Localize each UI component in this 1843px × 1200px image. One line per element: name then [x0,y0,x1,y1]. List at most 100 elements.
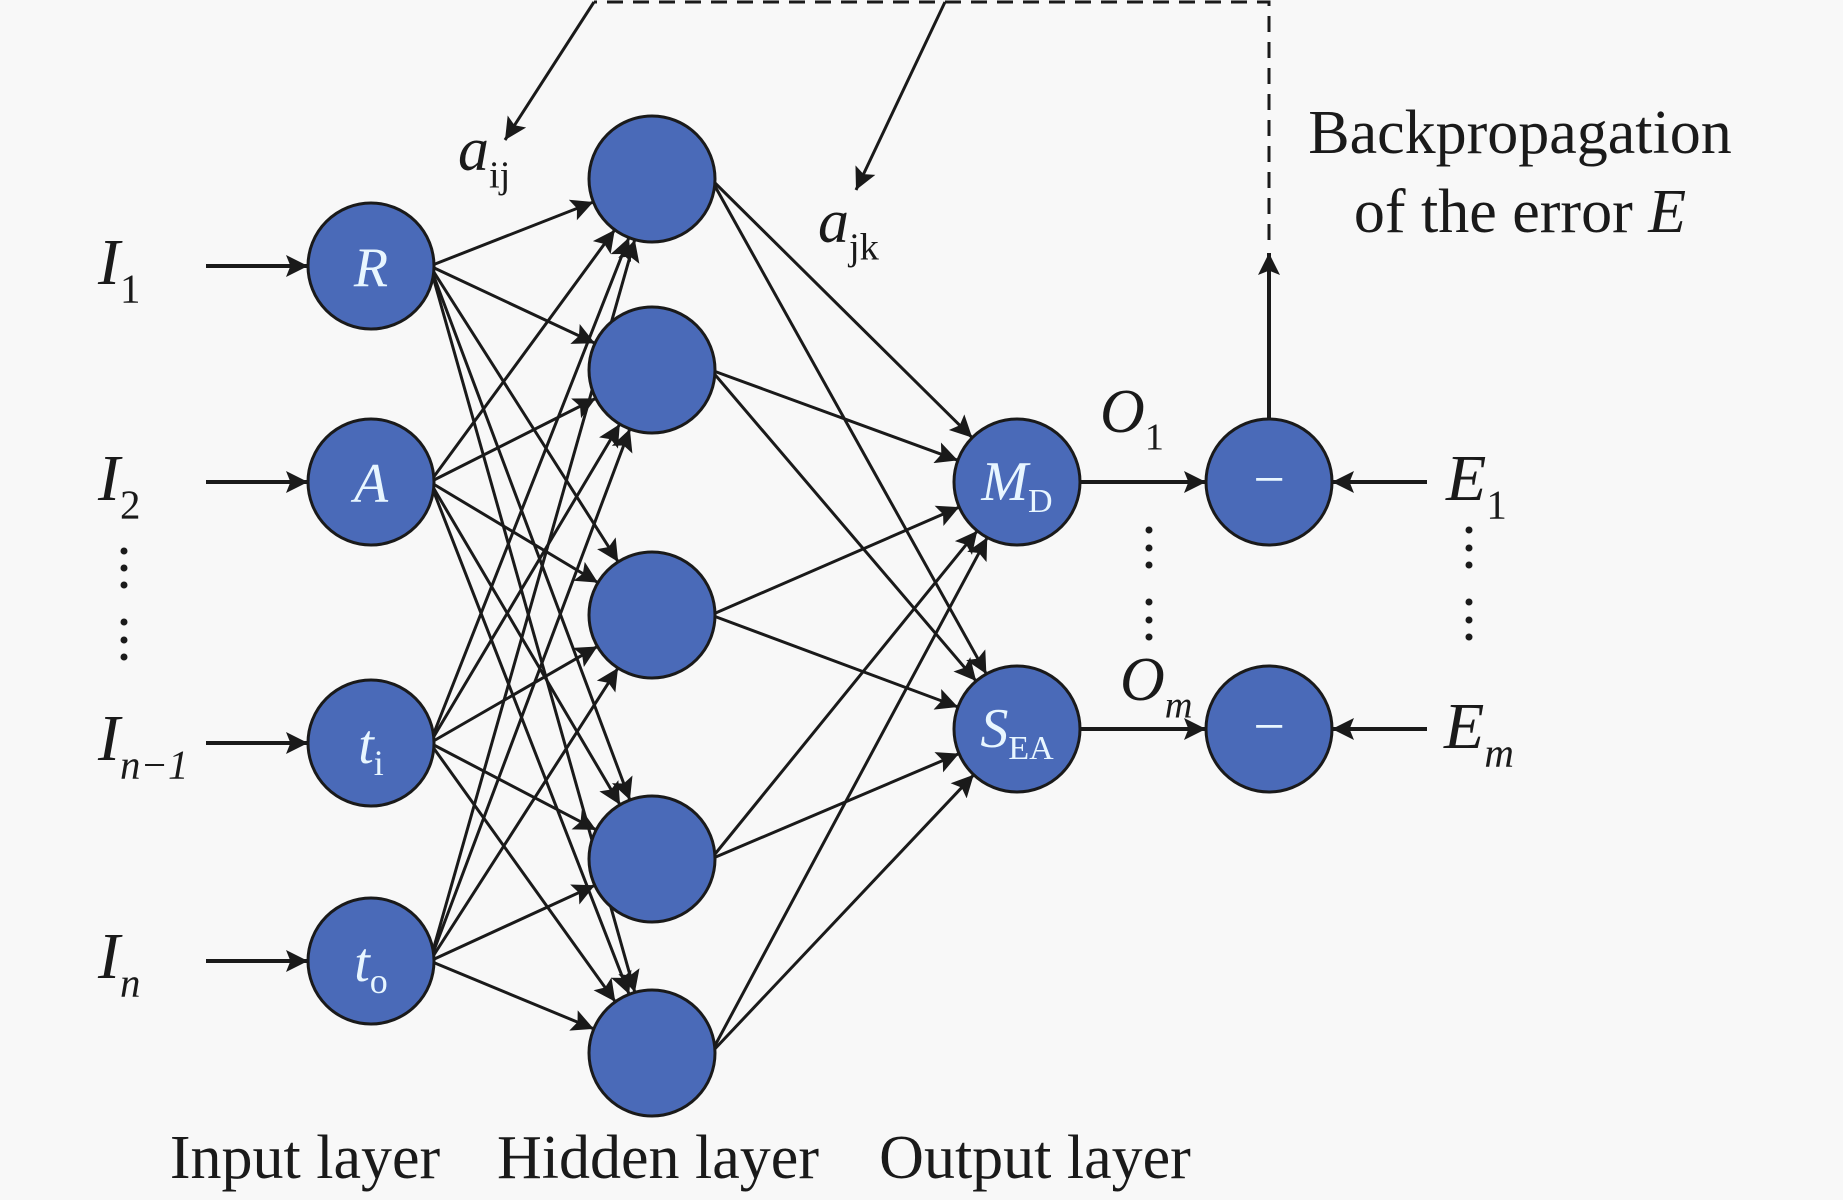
weight-label-ajk-main: a [818,188,849,256]
edge-input-2-hidden-0 [428,237,632,744]
input-ellipsis-dot-0 [120,547,128,555]
hidden-node-2 [587,305,717,435]
error-label-1-sub: 1 [1486,482,1506,527]
input-label-4: In [97,920,140,1005]
backprop-label-var: E [1647,178,1686,246]
input-ellipsis-dot-4 [120,636,128,644]
layer-label-output: Output layer [879,1124,1191,1192]
edge-input-1-hidden-1 [429,397,597,484]
edge-hidden-0-output-0 [709,177,974,439]
edge-hidden-4-output-1 [709,773,975,1055]
input-label-2: I2 [97,442,140,527]
hidden-node-3 [587,550,717,680]
weight-label-aij-main: a [458,116,489,184]
edge-input-2-hidden-1 [428,423,622,744]
backprop-label-line2: of the error E [1354,178,1686,246]
input-node-3 [306,678,436,808]
edge-input-1-hidden-0 [428,228,616,483]
error-label-m: Em [1443,690,1514,775]
weight-aij-arrow [503,1,596,141]
edge-input-3-hidden-3 [429,883,596,963]
output-node-main: M [980,451,1031,513]
input-node-label: to [354,932,388,1001]
edge-input-0-hidden-0 [429,199,594,268]
hidden-node-1 [587,114,717,244]
input-node-label: R [353,237,388,299]
error-node-symbol: − [1253,449,1285,511]
edge-input-3-hidden-2 [428,667,620,962]
input-node-1 [306,201,436,331]
input-ellipsis-dot-3 [120,618,128,626]
input-label-3-sub: n−1 [120,742,189,787]
output-ellipsis-dot-3 [1145,598,1153,606]
input-label-1-sub: 1 [120,266,140,311]
edge-hidden-1-output-0 [710,368,959,464]
weight-label-ajk-sub: jk [847,226,880,268]
edge-hidden-0-output-1 [709,178,988,675]
input-label-2-sub: 2 [120,482,140,527]
edge-hidden-1-output-1 [709,369,978,683]
input-label-2-main: I [97,442,123,515]
input-node-main: t [354,932,371,994]
edge-input-0-hidden-1 [429,264,596,345]
output-node-1 [952,417,1082,547]
weight-label-aij: aij [458,116,510,196]
error-node-2 [1204,664,1334,794]
input-label-1-main: I [97,226,123,299]
edge-hidden-2-output-0 [710,505,960,617]
output-label-1-main: O [1100,378,1145,446]
error-ellipsis-dot-2 [1465,561,1473,569]
edge-input-2-hidden-4 [428,742,617,1003]
edge-input-1-hidden-4 [428,481,632,995]
input-node-main: R [353,237,388,299]
error-label-1-main: E [1445,442,1486,515]
input-node-label: A [350,453,389,515]
output-label-m: Om [1120,646,1193,726]
error-ellipsis-dot-5 [1465,633,1473,641]
input-label-3-main: I [97,702,123,775]
output-ellipsis-dot-5 [1145,633,1153,641]
error-ellipsis-dot-4 [1465,616,1473,624]
error-label-1: E1 [1445,442,1507,527]
edge-hidden-4-output-0 [709,536,989,1054]
output-label-1-sub: 1 [1145,416,1164,458]
input-node-main: t [358,714,375,776]
input-label-4-sub: n [120,960,140,1005]
connections-layer [206,0,1427,1055]
input-node-sub: o [370,961,388,1001]
input-label-1: I1 [97,226,140,311]
output-ellipsis-dot-1 [1145,544,1153,552]
error-ellipsis-dot-1 [1465,544,1473,552]
output-ellipsis-dot-4 [1145,616,1153,624]
error-ellipsis-dot-0 [1465,526,1473,534]
input-label-3: In−1 [97,702,189,787]
layer-label-hidden: Hidden layer [497,1124,819,1192]
input-label-4-main: I [97,920,123,993]
error-node-symbol: − [1253,696,1285,758]
output-node-label: MD [980,451,1052,520]
input-node-label: ti [358,714,384,783]
edge-input-2-hidden-2 [429,645,599,745]
weight-label-aij-sub: ij [489,154,510,196]
backprop-label-prefix: of the error [1354,178,1648,246]
backprop-dashed-path [594,0,1271,240]
edge-input-3-hidden-1 [428,428,633,962]
backprop-label-line1: Backpropagation [1308,99,1732,167]
output-node-sub: EA [1008,730,1054,767]
edge-hidden-3-output-0 [709,529,979,860]
edge-input-0-hidden-2 [428,265,620,563]
input-node-sub: i [374,743,384,783]
edge-hidden-3-output-1 [710,752,960,861]
error-label-m-sub: m [1484,730,1514,775]
output-ellipsis-dot-0 [1145,526,1153,534]
hidden-node-5 [587,988,717,1118]
output-label-1: O1 [1100,378,1164,458]
input-node-4 [306,896,436,1026]
edge-hidden-2-output-1 [710,613,959,710]
input-node-2 [306,417,436,547]
weight-label-ajk: ajk [818,188,880,268]
input-ellipsis-dot-5 [120,653,128,661]
output-node-2 [952,664,1082,794]
